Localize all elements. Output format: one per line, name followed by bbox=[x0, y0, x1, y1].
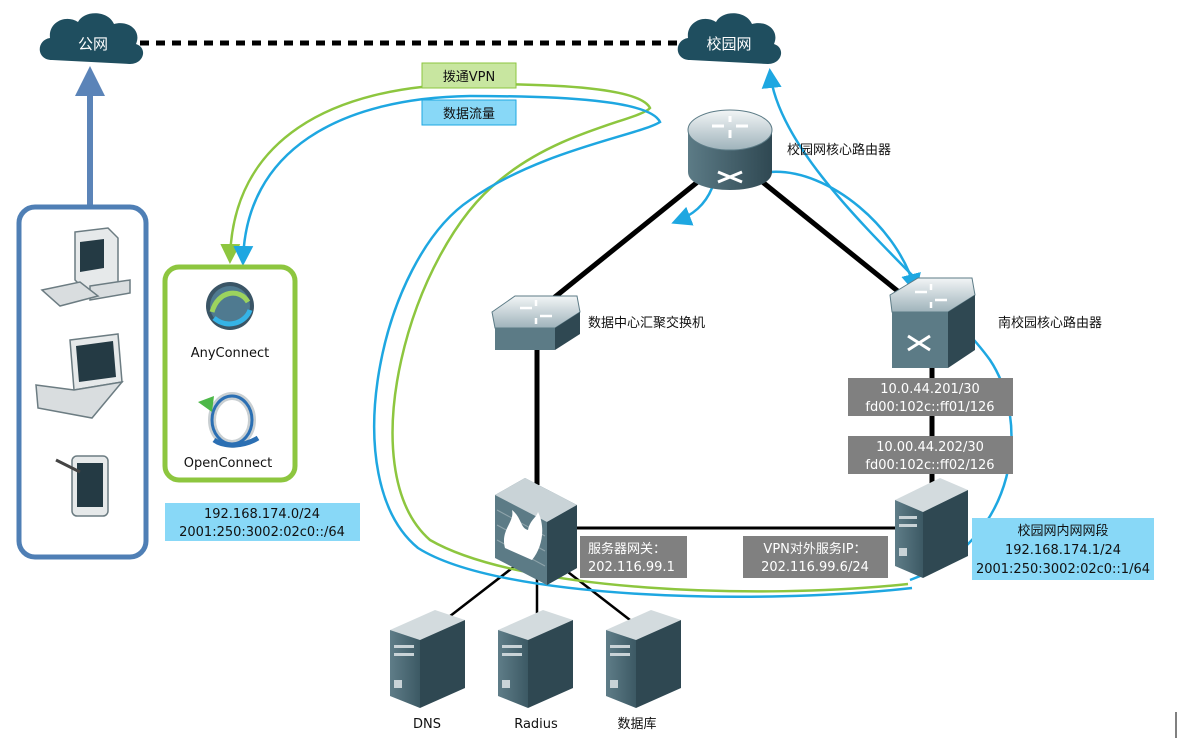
dc-aggregation-switch-label: 数据中心汇聚交换机 bbox=[588, 315, 705, 331]
svg-text:2001:250:3002:02c0::/64: 2001:250:3002:02c0::/64 bbox=[179, 525, 345, 540]
svg-text:数据流量: 数据流量 bbox=[443, 107, 495, 122]
south-core-router-icon bbox=[889, 277, 976, 368]
dns-server-icon bbox=[390, 610, 465, 708]
svg-text:192.168.174.0/24: 192.168.174.0/24 bbox=[204, 507, 320, 522]
server-gateway-label: 服务器网关： 202.116.99.1 bbox=[580, 536, 687, 578]
svg-text:VPN对外服务IP：: VPN对外服务IP： bbox=[763, 541, 866, 557]
campus-core-router-icon bbox=[687, 109, 773, 190]
cloud-icon bbox=[677, 13, 782, 65]
radius-server-icon bbox=[498, 610, 573, 708]
cloud-public-net: 公网 bbox=[39, 13, 144, 65]
radius-server-label: Radius bbox=[514, 717, 558, 732]
campus-core-router-label: 校园网核心路由器 bbox=[787, 142, 891, 158]
svg-text:202.116.99.6/24: 202.116.99.6/24 bbox=[761, 560, 869, 575]
svg-text:fd00:102c::ff01/126: fd00:102c::ff01/126 bbox=[865, 400, 994, 415]
svg-text:2001:250:3002:02c0::1/64: 2001:250:3002:02c0::1/64 bbox=[976, 562, 1150, 577]
cable-core-to-south-router bbox=[758, 178, 917, 307]
database-server-icon bbox=[606, 610, 681, 708]
client-subnet-label: 192.168.174.0/24 2001:250:3002:02c0::/64 bbox=[165, 503, 360, 541]
label-data-flow: 数据流量 bbox=[421, 99, 517, 126]
firewall-icon bbox=[495, 478, 577, 585]
openconnect-icon bbox=[198, 392, 260, 448]
svg-text:fd00:102c::ff02/126: fd00:102c::ff02/126 bbox=[865, 458, 994, 473]
desktop-computer-icon bbox=[40, 227, 131, 307]
svg-text:202.116.99.1: 202.116.99.1 bbox=[588, 560, 675, 575]
server-interface-label: 10.00.44.202/30 fd00:102c::ff02/126 bbox=[848, 436, 1013, 474]
svg-text:10.0.44.201/30: 10.0.44.201/30 bbox=[880, 382, 980, 397]
database-server-label: 数据库 bbox=[617, 716, 656, 732]
cable-core-to-dc-switch bbox=[543, 178, 702, 307]
cloud-campus-net: 校园网 bbox=[677, 13, 782, 65]
south-router-interface-label: 10.0.44.201/30 fd00:102c::ff01/126 bbox=[848, 378, 1013, 416]
cloud-label-campus: 校园网 bbox=[706, 35, 751, 53]
openconnect-label: OpenConnect bbox=[184, 456, 272, 471]
svg-text:拨通VPN: 拨通VPN bbox=[443, 70, 495, 85]
svg-text:服务器网关：: 服务器网关： bbox=[588, 541, 666, 557]
anyconnect-icon bbox=[206, 282, 254, 330]
dc-aggregation-switch-icon bbox=[491, 295, 581, 350]
laptop-icon bbox=[35, 333, 124, 419]
tablet-icon bbox=[55, 455, 109, 517]
label-vpn-dial: 拨通VPN bbox=[421, 62, 517, 89]
data-flow-line bbox=[233, 94, 913, 598]
vpn-client-apps-box bbox=[162, 264, 298, 483]
anyconnect-label: AnyConnect bbox=[191, 346, 270, 361]
intranet-segment-label: 校园网内网网段 192.168.174.1/24 2001:250:3002:0… bbox=[972, 518, 1154, 580]
cloud-icon bbox=[39, 13, 144, 65]
cloud-label-public: 公网 bbox=[78, 35, 108, 53]
svg-text:10.00.44.202/30: 10.00.44.202/30 bbox=[876, 440, 984, 455]
data-flow-core-loop bbox=[769, 170, 921, 294]
vpn-server-icon bbox=[895, 478, 968, 578]
data-flow-core-down bbox=[671, 187, 714, 226]
svg-text:192.168.174.1/24: 192.168.174.1/24 bbox=[1005, 543, 1121, 558]
south-core-router-label: 南校园核心路由器 bbox=[998, 315, 1102, 331]
vpn-service-ip-label: VPN对外服务IP： 202.116.99.6/24 bbox=[743, 536, 888, 578]
dns-server-label: DNS bbox=[413, 717, 441, 732]
svg-text:校园网内网网段: 校园网内网网段 bbox=[1017, 523, 1108, 539]
client-devices-box bbox=[16, 204, 149, 560]
